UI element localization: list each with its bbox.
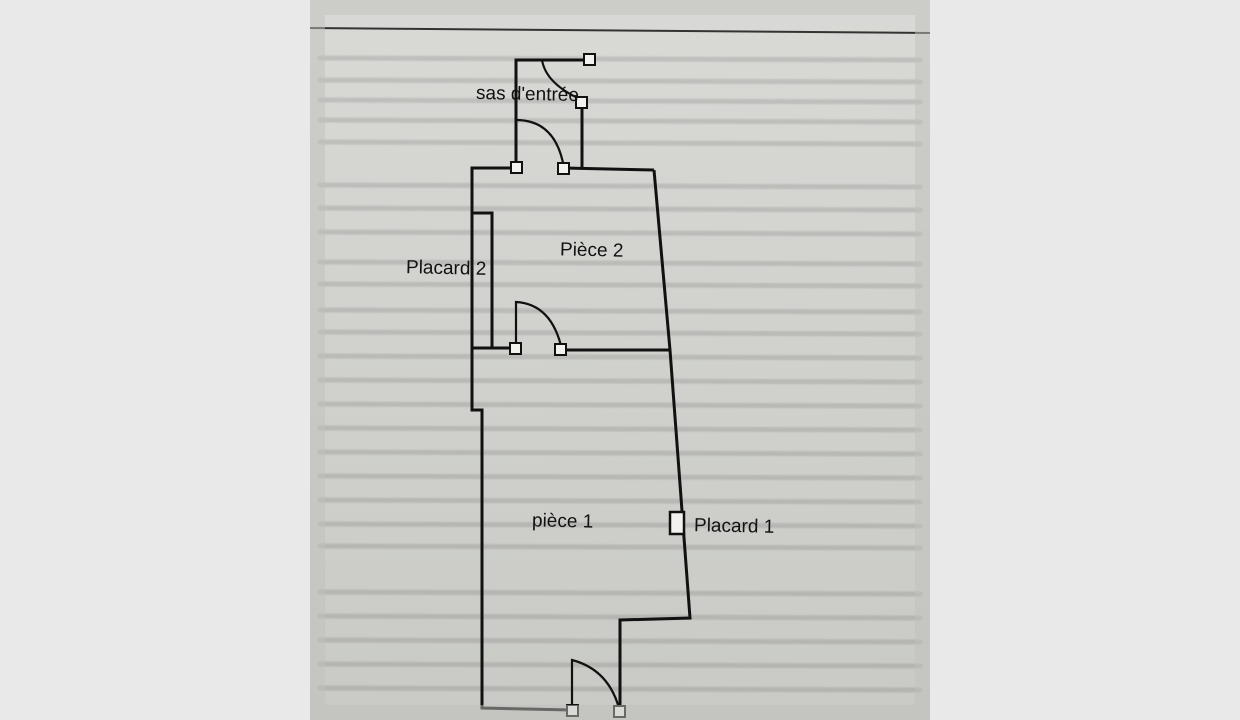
floor-plan-drawing (310, 0, 930, 720)
sas-bottom-door-swing (515, 118, 566, 169)
room-label-placard2: Placard 2 (405, 257, 487, 280)
room-label-piece1: pièce 1 (531, 510, 594, 533)
floor-plan-photo: sas d'entrée Pièce 2 Placard 2 pièce 1 P… (310, 0, 930, 720)
room-label-placard1: Placard 1 (693, 515, 775, 538)
right-wall (618, 169, 692, 712)
placard1-marker (668, 510, 686, 536)
doors (514, 59, 622, 713)
interior-door-swing (514, 300, 564, 351)
room-label-sas: sas d'entrée (475, 82, 580, 107)
sas-walls (514, 58, 588, 168)
top-wall-right (563, 166, 655, 172)
background-text-lines (317, 55, 923, 693)
room-label-piece2: Pièce 2 (559, 239, 624, 262)
page-top-rule (310, 27, 930, 34)
piece2-left-wall (470, 166, 516, 350)
entrance-door-swing (570, 658, 622, 713)
placard2-walls (472, 211, 494, 348)
